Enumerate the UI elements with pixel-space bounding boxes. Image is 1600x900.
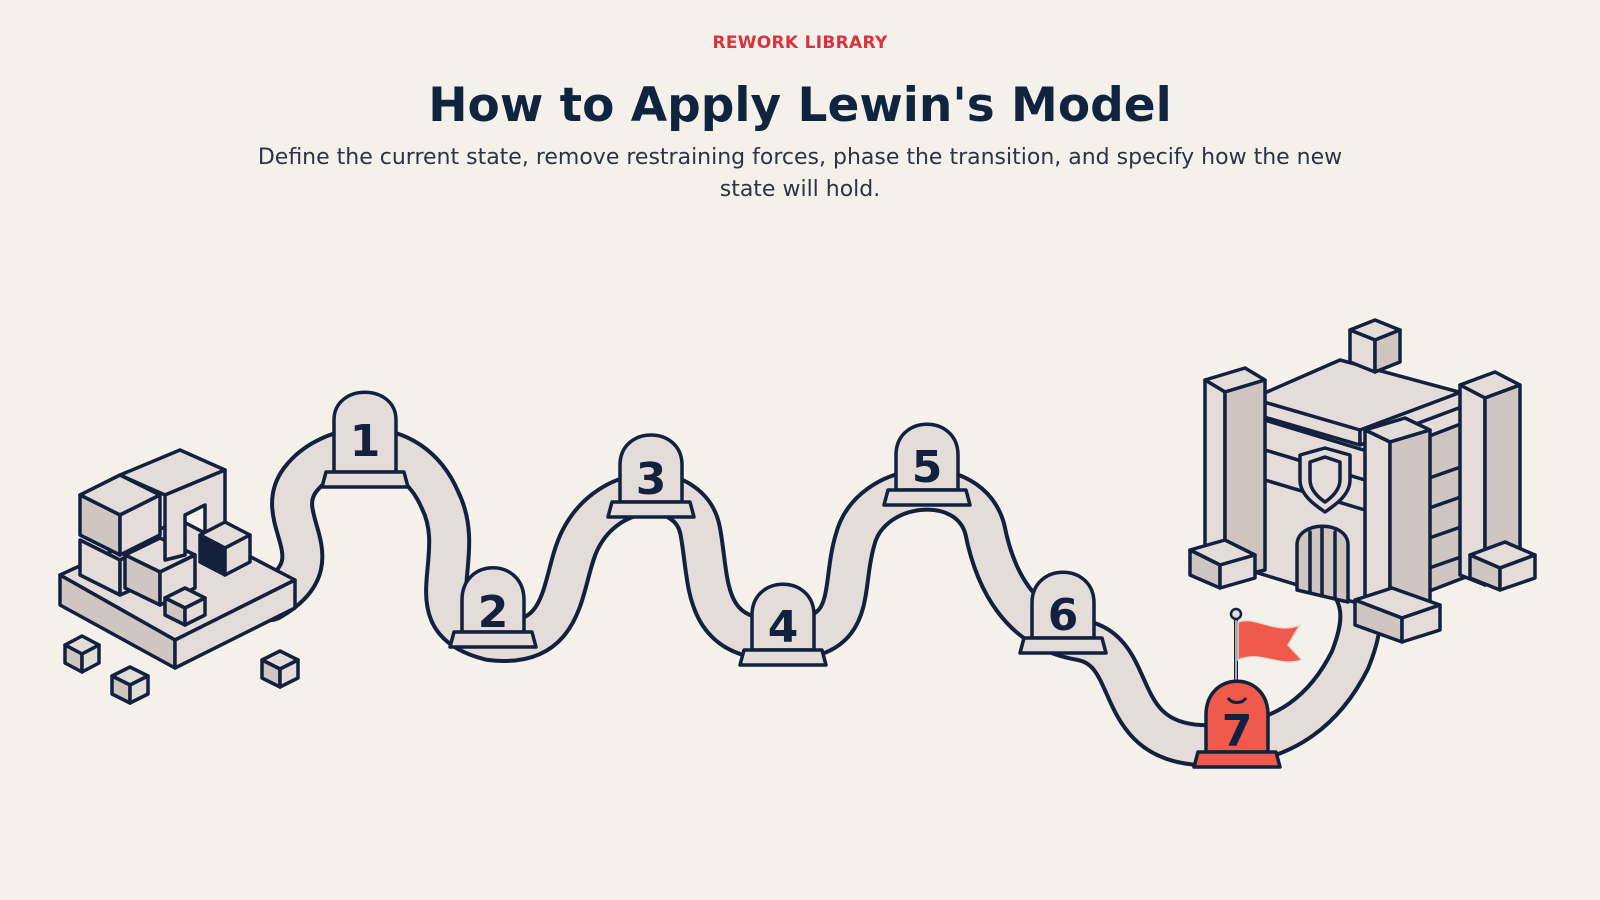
page-title: How to Apply Lewin's Model <box>428 78 1172 133</box>
milestone-5: 5 <box>882 422 972 507</box>
milestone-markers: 1 2 3 4 5 <box>320 390 1304 769</box>
milestone-7: 7 <box>1192 607 1304 769</box>
milestone-number: 7 <box>1222 706 1253 757</box>
milestone-number: 1 <box>350 416 381 467</box>
milestone-4: 4 <box>738 582 828 667</box>
castle-icon <box>1188 318 1537 644</box>
winding-road <box>248 426 1383 768</box>
block-pile-icon <box>58 448 300 705</box>
flag-icon <box>1229 607 1304 690</box>
milestone-number: 5 <box>912 442 943 493</box>
milestone-number: 6 <box>1048 590 1079 641</box>
milestone-number: 2 <box>478 587 509 638</box>
milestone-number: 3 <box>636 454 667 505</box>
milestone-6: 6 <box>1018 570 1108 655</box>
milestone-number: 4 <box>768 602 799 653</box>
milestone-1: 1 <box>320 390 410 489</box>
page-subtitle: Define the current state, remove restrai… <box>257 145 1343 202</box>
milestone-3: 3 <box>606 433 696 519</box>
eyebrow-label: REWORK LIBRARY <box>712 33 888 53</box>
milestone-2: 2 <box>448 566 538 649</box>
